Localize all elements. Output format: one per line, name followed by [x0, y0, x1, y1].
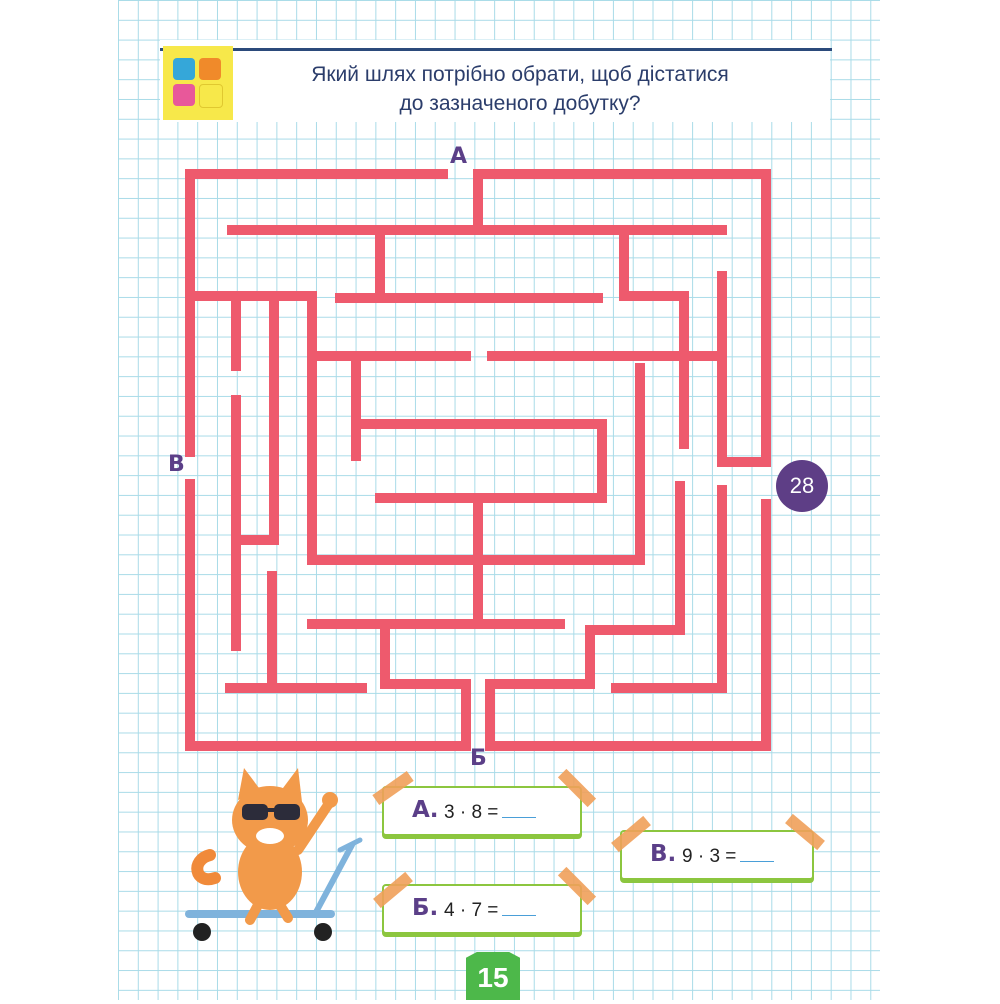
answer-card-v: В. 9 · 3 = — [620, 830, 814, 880]
answer-letter-b: Б. — [412, 895, 439, 921]
answer-blank-v[interactable] — [740, 845, 775, 862]
puzzle-piece-orange — [199, 58, 221, 80]
answer-expression-v: 9 · 3 = — [682, 846, 737, 867]
task-title-line-2: до зазначеного добутку? — [399, 92, 641, 115]
target-product-badge: 28 — [776, 460, 828, 512]
answer-blank-b[interactable] — [502, 899, 537, 916]
page-number: 15 — [466, 952, 520, 1000]
puzzle-piece-pink — [173, 84, 195, 106]
answer-expression-a: 3 · 8 = — [444, 802, 499, 823]
maze-label-b: Б — [470, 746, 487, 771]
puzzle-piece-yellow — [199, 84, 223, 108]
answer-expression-b: 4 · 7 = — [444, 900, 499, 921]
answer-letter-a: А. — [412, 797, 439, 823]
answer-card-a: А. 3 · 8 = — [382, 786, 582, 836]
maze-label-a: А — [450, 144, 468, 169]
cat-on-scooter-illustration — [185, 768, 363, 941]
maze-label-v: В — [168, 452, 185, 477]
answer-card-b: Б. 4 · 7 = — [382, 884, 582, 934]
answer-blank-a[interactable] — [502, 801, 537, 818]
header-rule — [160, 48, 832, 51]
answer-letter-v: В. — [650, 841, 677, 867]
puzzle-piece-blue — [173, 58, 195, 80]
puzzle-icon — [163, 46, 233, 120]
header-panel — [160, 40, 830, 122]
task-title: Який шлях потрібно обрати, щоб дістатися… — [240, 60, 800, 118]
maze-walls — [185, 169, 771, 751]
task-title-line-1: Який шлях потрібно обрати, щоб дістатися — [311, 63, 729, 86]
